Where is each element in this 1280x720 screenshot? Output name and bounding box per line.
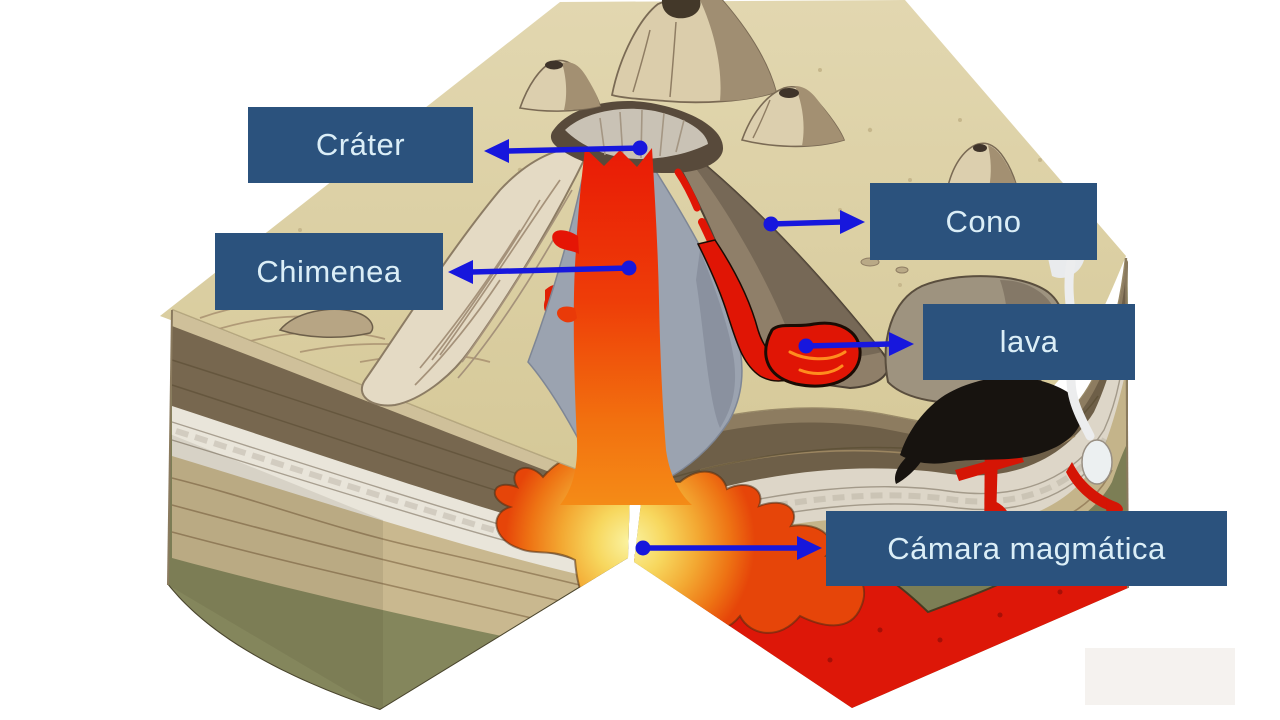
label-crater-text: Cráter [315, 127, 406, 162]
layer-surface-lip-left [172, 310, 630, 502]
cone-arrow [763, 210, 865, 234]
lava-stream [674, 168, 810, 382]
chimney-arrow [448, 260, 637, 284]
magma-conduit-arm-upper [552, 230, 579, 254]
label-cone-text: Cono [945, 203, 1022, 239]
magma-chamber-arrow [635, 536, 822, 560]
face-left-shadow [168, 430, 383, 710]
lava-arrow [798, 332, 914, 356]
lava-field-tendril [894, 452, 922, 484]
parasitic-cone-right [740, 86, 846, 148]
cone-left-slope-streaks [414, 179, 573, 386]
lava-tongue [764, 321, 862, 388]
magma-conduit-arm-lower [556, 306, 577, 323]
label-magma-chamber-text: Cámara magmática [887, 530, 1166, 566]
label-cone: Cono [870, 183, 1097, 260]
foothill-mound [278, 308, 374, 339]
crater-arrow [484, 139, 648, 163]
surface-pebbles [860, 257, 909, 274]
magma-conduit [560, 148, 692, 505]
face-left-outline [167, 309, 173, 586]
cone-right-slope-shadow [655, 126, 882, 358]
label-magma-chamber: Cámara magmática [826, 511, 1227, 586]
label-crater: Cráter [248, 107, 473, 183]
label-chimney-text: Chimenea [256, 253, 402, 289]
layer-limestone-right [648, 258, 1128, 556]
label-lava-text: lava [999, 324, 1059, 359]
parasitic-cone-left [518, 59, 602, 112]
interior-rock-right-shade [696, 250, 736, 428]
label-chimney: Chimenea [215, 233, 443, 310]
parasitic-cone-large [610, 0, 778, 104]
annotation-arrows [448, 139, 914, 560]
label-lava: lava [923, 304, 1135, 380]
face-left-bottom-edge [168, 557, 629, 710]
volcano [360, 0, 1113, 505]
faint-artifact [1085, 648, 1235, 705]
lava-tongue-highlights [788, 350, 847, 375]
lava-field-black [900, 376, 1083, 464]
